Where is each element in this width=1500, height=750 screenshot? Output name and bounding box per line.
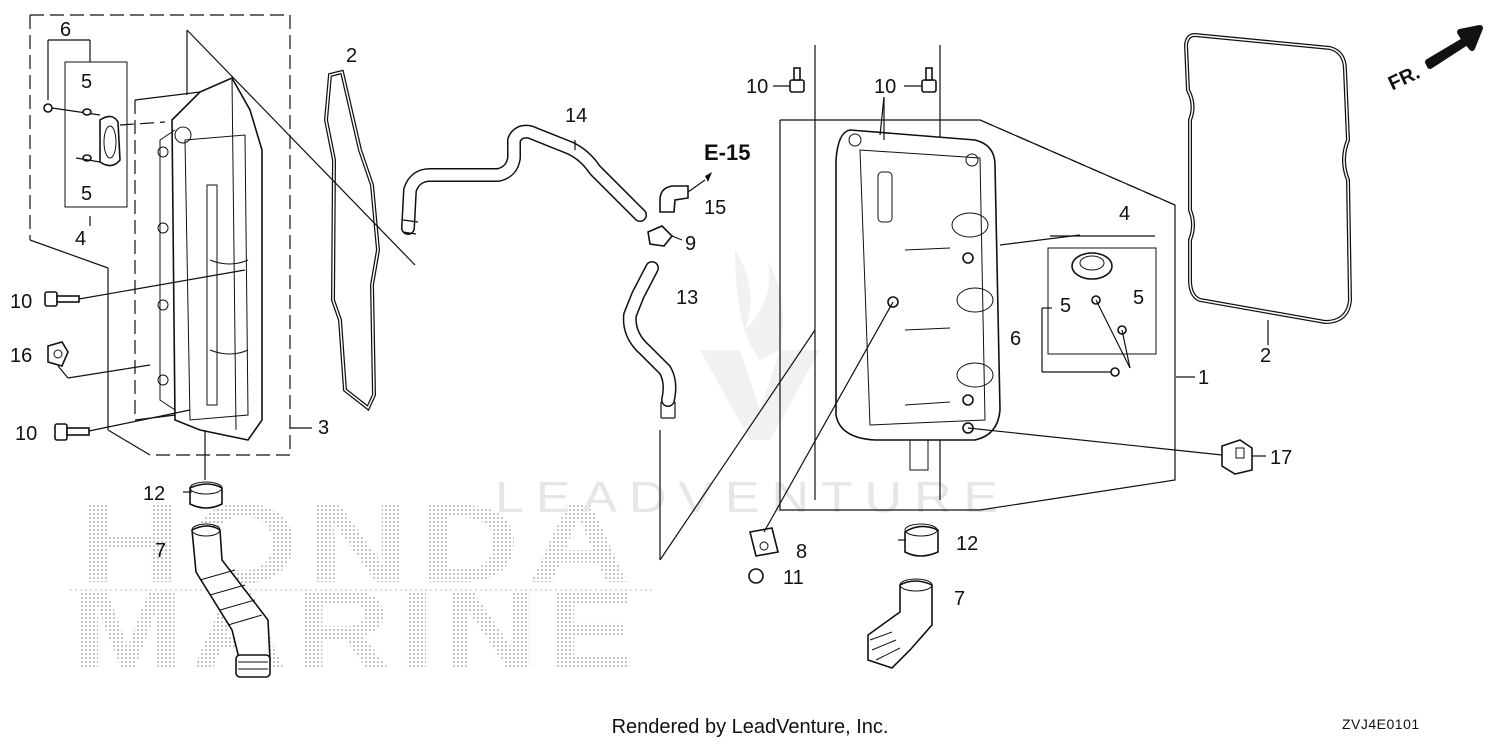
bolt-10-top-b (879, 67, 937, 140)
brand-text-line2: MARINE (72, 567, 642, 692)
elbow-15 (659, 172, 712, 213)
callout-13: 13 (676, 287, 698, 309)
callout-5-left-bottom: 5 (81, 183, 92, 205)
bolt-10-left-lower (54, 409, 191, 441)
breather-cap-group (999, 234, 1157, 377)
bracket-8 (749, 301, 894, 557)
callout-10-left-upper: 10 (10, 291, 32, 313)
diagram-code: ZVJ4E0101 (1342, 716, 1420, 732)
callout-10-top-b: 10 (874, 76, 896, 98)
callout-6-left: 6 (60, 19, 71, 41)
callout-12-right: 12 (956, 533, 978, 555)
callout-1: 1 (1198, 367, 1209, 389)
clamp-12-left (183, 430, 223, 509)
nut-11 (748, 568, 764, 584)
callout-14: 14 (565, 105, 587, 127)
callout-4-left: 4 (75, 228, 86, 250)
bolt-10-left-upper (44, 269, 246, 307)
callout-5-right-a: 5 (1060, 295, 1071, 317)
brand-text-line1: HONDA (78, 481, 638, 606)
callout-12-left: 12 (143, 483, 165, 505)
front-direction-arrow-icon (1425, 25, 1483, 69)
callout-6-right: 6 (1010, 328, 1021, 350)
clip-17 (967, 427, 1266, 475)
watermark-text: LEADVENTURE (495, 473, 1010, 522)
leadventure-watermark-logo (700, 250, 820, 440)
callout-5-left-top: 5 (81, 71, 92, 93)
reference-e15: E-15 (704, 140, 750, 165)
leader-hose-diagonal (659, 329, 816, 561)
callout-leader-lines (89, 216, 1195, 429)
footer-credit: Rendered by LeadVenture, Inc. (611, 716, 889, 738)
clamp-12-right (898, 523, 939, 557)
callout-2-left: 2 (346, 45, 357, 67)
joint-tube-7-right (867, 578, 933, 669)
joint-9 (647, 225, 683, 247)
callout-15: 15 (704, 197, 726, 219)
callout-9: 9 (685, 233, 696, 255)
bolt-10-top-a (773, 67, 805, 93)
gasket-left (186, 29, 416, 412)
callout-10-top-a: 10 (746, 76, 768, 98)
breather-hose-13 (622, 261, 677, 419)
right-head-cover (835, 129, 1001, 471)
callout-8: 8 (796, 541, 807, 563)
direction-label-fr: FR. (1385, 62, 1423, 96)
clip-16 (47, 341, 151, 379)
left-head-cover (157, 76, 263, 441)
breather-hose-14 (401, 124, 647, 235)
callout-11: 11 (783, 567, 804, 589)
callout-17: 17 (1270, 447, 1292, 469)
callout-7-left: 7 (155, 540, 166, 562)
callout-3: 3 (318, 417, 329, 439)
callout-5-right-b: 5 (1133, 287, 1144, 309)
callout-2-right: 2 (1260, 345, 1271, 367)
callout-16: 16 (10, 345, 32, 367)
callout-10-left-lower: 10 (15, 423, 37, 445)
callout-4-right: 4 (1119, 203, 1130, 225)
breather-plate-group (43, 39, 166, 208)
joint-tube-7-left (191, 523, 271, 678)
gasket-right (1183, 32, 1353, 345)
callout-7-right: 7 (954, 588, 965, 610)
